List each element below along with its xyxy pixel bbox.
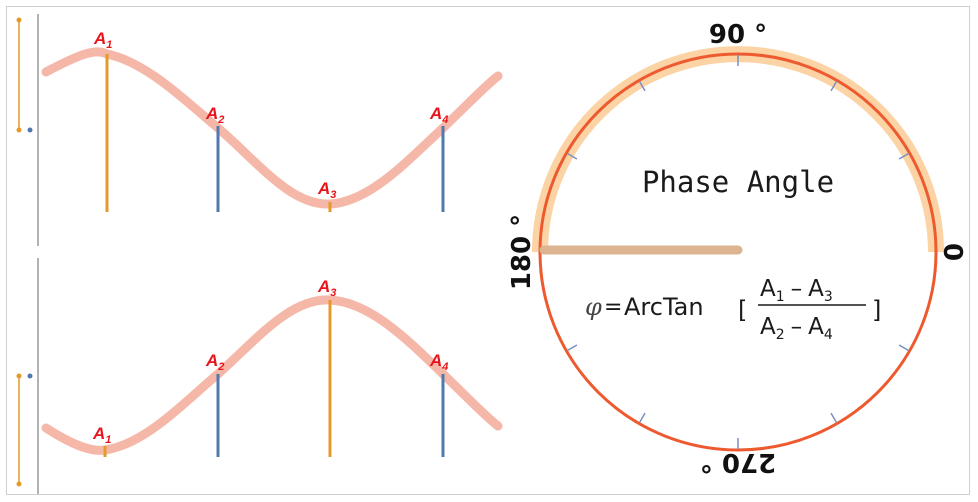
bottom-label-a3: A3 bbox=[317, 277, 336, 299]
formula-phi: φ bbox=[585, 293, 602, 321]
angle-label-90: 90 ° bbox=[709, 20, 767, 50]
formula-denominator: A2–A4 bbox=[760, 314, 833, 343]
formula-equals: = bbox=[604, 295, 622, 320]
dial-tick bbox=[830, 412, 838, 423]
bottom-amplitude-indicator bbox=[16, 373, 33, 487]
dial-tick bbox=[898, 152, 909, 160]
formula-close-bracket: ] bbox=[872, 296, 881, 324]
bottom-label-a2: A2 bbox=[205, 351, 224, 373]
top-label-a3: A3 bbox=[317, 179, 336, 201]
top-label-a4: A4 bbox=[429, 104, 448, 126]
dial-tick bbox=[567, 152, 578, 160]
angle-label-270: 270 ° bbox=[700, 447, 776, 477]
angle-label-180: 180 ° bbox=[507, 214, 537, 290]
dial-tick bbox=[638, 412, 646, 423]
top-amplitude-indicator bbox=[16, 17, 33, 133]
phase-dial: 90 ° 180 ° 0 270 ° Phase Angle φ = ArcTa… bbox=[507, 20, 967, 477]
dial-tick bbox=[898, 344, 909, 352]
bottom-label-a4: A4 bbox=[429, 351, 448, 373]
dial-title: Phase Angle bbox=[642, 165, 834, 199]
bottom-label-a1: A1 bbox=[92, 424, 111, 446]
angle-label-0: 0 bbox=[937, 243, 967, 261]
formula-func: ArcTan bbox=[624, 293, 704, 321]
dial-tick bbox=[830, 81, 838, 92]
top-sine-wave bbox=[41, 47, 503, 209]
formula-numerator: A1–A3 bbox=[760, 276, 833, 305]
bottom-wave-panel: A1 A2 A3 A4 bbox=[41, 277, 503, 457]
top-label-a1: A1 bbox=[93, 29, 112, 51]
top-wave-panel: A1 A2 A3 A4 bbox=[41, 29, 503, 212]
dial-upper-band bbox=[532, 46, 944, 253]
bottom-sine-wave bbox=[41, 295, 503, 455]
phase-formula: φ = ArcTan [ A1–A3 A2–A4 ] bbox=[585, 276, 881, 343]
dial-tick bbox=[638, 81, 646, 92]
top-label-a2: A2 bbox=[205, 104, 224, 126]
formula-open-bracket: [ bbox=[738, 296, 747, 324]
dial-tick bbox=[567, 344, 578, 352]
dial-ticks bbox=[567, 55, 909, 449]
